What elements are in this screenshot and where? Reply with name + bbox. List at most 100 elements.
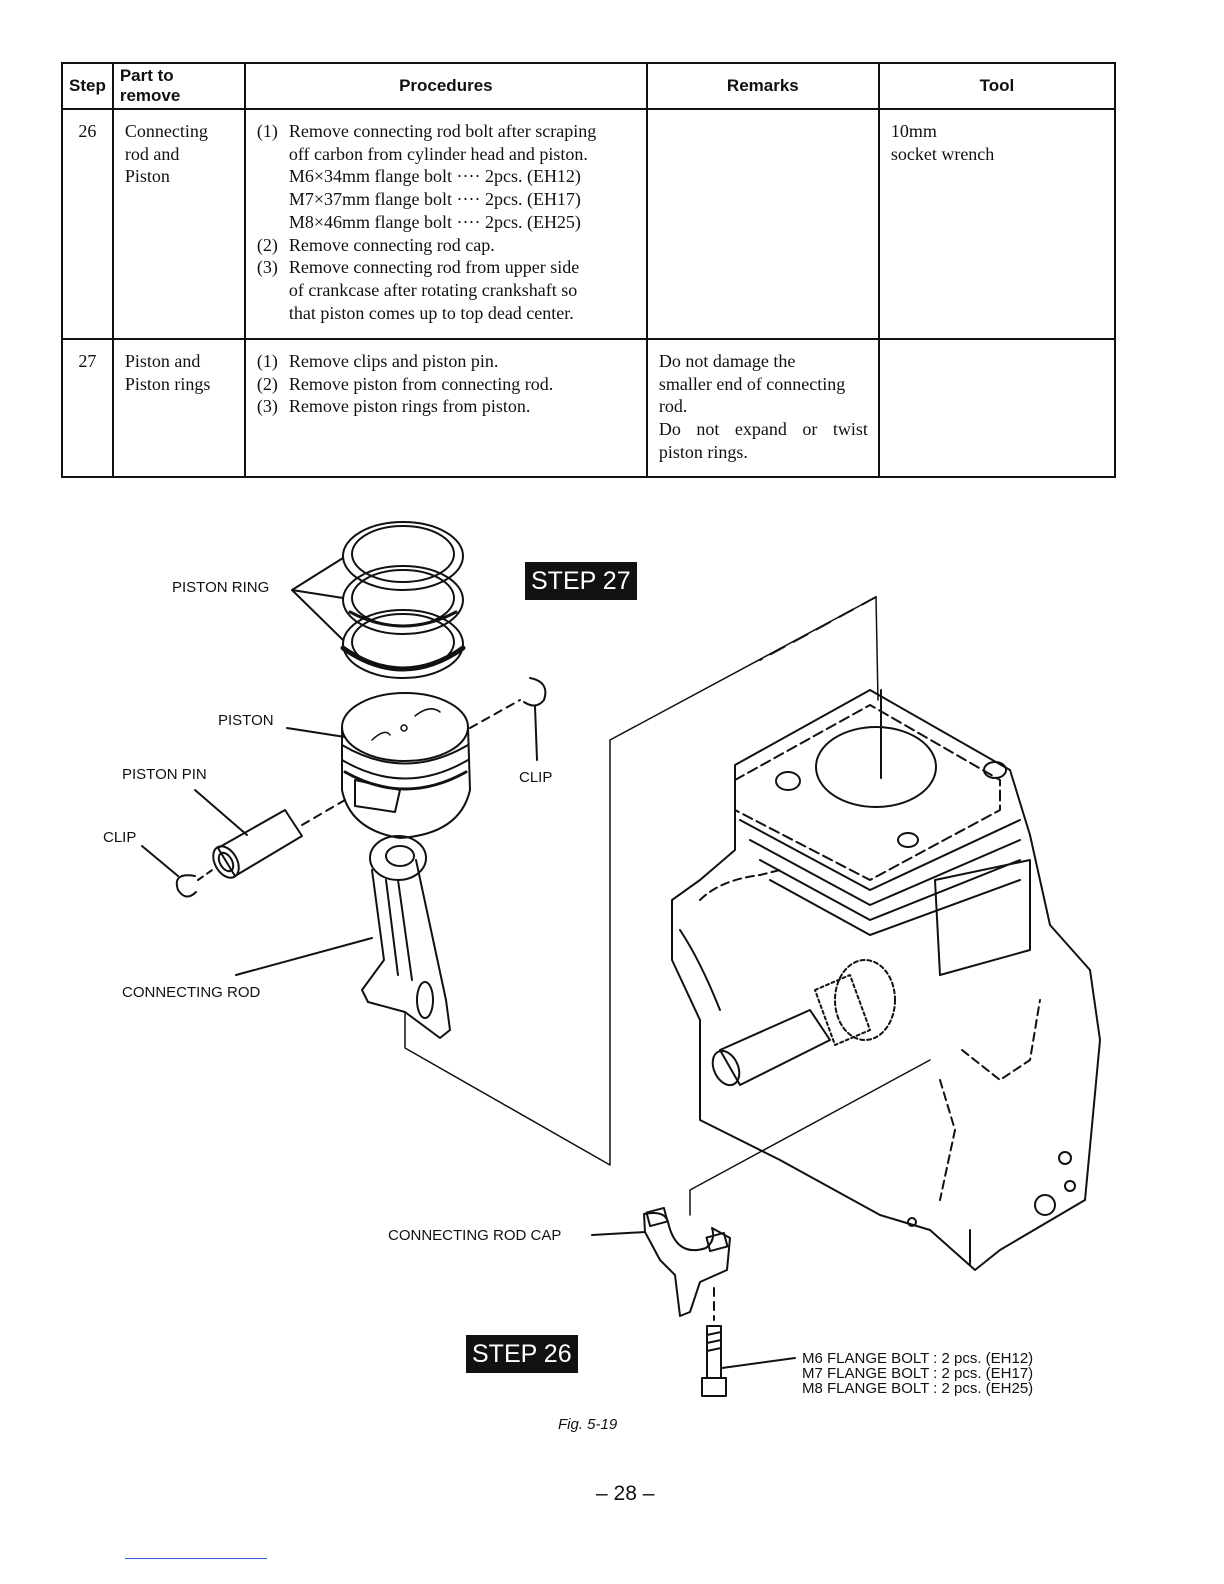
procedure-line: (1) Remove connecting rod bolt after scra… (257, 120, 636, 143)
clip-left-illustration (175, 874, 197, 898)
part-cell: Connecting rod and Piston (111, 108, 246, 340)
leader-line (194, 789, 248, 836)
procedure-text: Remove connecting rod cap. (288, 234, 495, 255)
procedure-line: (1)Remove clips and piston pin. (257, 350, 636, 373)
clip-right-illustration (523, 677, 547, 707)
procedure-line: (3) Remove piston rings from piston. (257, 395, 636, 418)
part-line: Connecting (124, 121, 208, 141)
tool-cell: 10mm socket wrench (877, 108, 1117, 340)
part-line: Piston (124, 166, 170, 187)
procedure-text: of crankcase after rotating crankshaft s… (288, 279, 578, 300)
remark-line: Do not expand or twist (658, 419, 868, 440)
header-step: Step (61, 62, 114, 110)
procedure-line: M8×46mm flange bolt ···· 2pcs. (EH25) (257, 211, 636, 234)
procedure-line: off carbon from cylinder head and piston… (257, 143, 636, 166)
remark-line: Do not damage the (658, 351, 796, 371)
bolt-line: M7 FLANGE BOLT : 2 pcs. (EH17) (802, 1365, 1034, 1382)
procedure-line: that piston comes up to top dead center. (257, 302, 636, 325)
remark-line: piston rings. (658, 441, 748, 462)
procedure-text: Remove piston rings from piston. (288, 396, 531, 417)
piston-rings-illustration (340, 521, 466, 679)
procedure-number: (1) (256, 121, 278, 141)
crankcase-illustration (671, 689, 1101, 1271)
part-line: Piston and (124, 351, 201, 371)
procedure-text: M8×46mm flange bolt ···· 2pcs. (EH25) (288, 211, 581, 232)
step-26-badge: STEP 26 (466, 1335, 578, 1373)
part-cell: Piston and Piston rings (111, 338, 246, 478)
procedure-text: M7×37mm flange bolt ···· 2pcs. (EH17) (288, 189, 581, 210)
procedure-text: that piston comes up to top dead center. (288, 302, 574, 323)
procedure-number: (3) (256, 396, 278, 417)
leader-line (235, 937, 373, 976)
procedure-line: M6×34mm flange bolt ···· 2pcs. (EH12) (257, 165, 636, 188)
step-cell: 27 (61, 338, 114, 478)
procedure-line: (2)Remove piston from connecting rod. (257, 373, 636, 396)
label-connecting-rod: CONNECTING ROD (122, 984, 261, 1001)
leader-line (721, 1357, 796, 1369)
step-27-badge: STEP 27 (525, 562, 637, 600)
flange-bolt-illustration (701, 1287, 727, 1397)
leader-line (141, 845, 179, 877)
header-part: Part to remove (111, 62, 246, 110)
label-connecting-rod-cap: CONNECTING ROD CAP (388, 1227, 562, 1244)
procedure-table: Step Part to remove Procedures Remarks T… (61, 62, 1117, 478)
remark-line: rod. (658, 396, 688, 417)
piston-illustration (341, 692, 471, 839)
assembly-line (469, 699, 521, 729)
procedure-number: (2) (256, 234, 278, 255)
procedure-text: Remove connecting rod from upper side (288, 257, 580, 278)
assembly-line (689, 1059, 931, 1216)
procedure-line: (3) Remove connecting rod from upper side (257, 256, 636, 279)
leader-line (534, 705, 538, 761)
table-row: 26 Connecting rod and Piston (1) Remove c… (61, 108, 1117, 340)
bottom-rule (125, 1558, 267, 1559)
remarks-cell (645, 108, 880, 340)
tool-line: socket wrench (890, 143, 995, 164)
bolt-line: M8 FLANGE BOLT : 2 pcs. (EH25) (802, 1380, 1034, 1397)
procedure-number: (2) (256, 373, 278, 394)
procedure-text: Remove clips and piston pin. (288, 351, 499, 371)
procedure-text: M6×34mm flange bolt ···· 2pcs. (EH12) (288, 166, 581, 187)
tool-line: 10mm (890, 121, 937, 141)
procedure-line: of crankcase after rotating crankshaft s… (257, 279, 636, 302)
header-remarks: Remarks (645, 62, 880, 110)
step-cell: 26 (61, 108, 114, 340)
label-clip-left: CLIP (103, 829, 137, 846)
leader-line (291, 557, 344, 591)
assembly-line (301, 799, 346, 826)
procedure-text: off carbon from cylinder head and piston… (288, 143, 588, 164)
assembly-line (404, 596, 879, 1166)
bolt-line: M6 FLANGE BOLT : 2 pcs. (EH12) (802, 1350, 1034, 1367)
leader-line (286, 727, 346, 738)
procedure-line: M7×37mm flange bolt ···· 2pcs. (EH17) (257, 188, 636, 211)
connecting-rod-cap-illustration (643, 1206, 731, 1317)
header-tool: Tool (877, 62, 1117, 110)
header-procedures: Procedures (243, 62, 648, 110)
page-number: – 28 – (596, 1482, 655, 1505)
label-piston-pin: PISTON PIN (122, 766, 207, 783)
leader-line (291, 589, 344, 599)
figure-caption: Fig. 5-19 (558, 1416, 618, 1433)
table-row: 27 Piston and Piston rings (1)Remove cli… (61, 338, 1117, 478)
connecting-rod-illustration (361, 835, 451, 1039)
procedure-line: (2) Remove connecting rod cap. (257, 234, 636, 257)
assembly-line (759, 596, 877, 661)
piston-pin-illustration (212, 809, 303, 879)
table-header-row: Step Part to remove Procedures Remarks T… (61, 62, 1117, 110)
label-flange-bolts: M6 FLANGE BOLT : 2 pcs. (EH12) M7 FLANGE… (802, 1351, 1033, 1396)
label-piston-ring: PISTON RING (172, 579, 270, 596)
procedure-number: (3) (256, 257, 278, 278)
remarks-cell: Do not damage the smaller end of connect… (645, 338, 880, 478)
procedure-text: Remove connecting rod bolt after scrapin… (288, 121, 597, 141)
tool-cell (877, 338, 1117, 478)
leader-line (291, 589, 344, 641)
part-line: rod and (124, 143, 180, 164)
label-piston: PISTON (218, 712, 274, 729)
procedures-cell: (1) Remove connecting rod bolt after scra… (243, 108, 648, 340)
assembly-line (197, 867, 216, 881)
remark-line: smaller end of connecting (658, 373, 846, 394)
procedures-cell: (1)Remove clips and piston pin. (2)Remov… (243, 338, 648, 478)
label-clip-right: CLIP (519, 769, 553, 786)
leader-line (591, 1231, 646, 1236)
